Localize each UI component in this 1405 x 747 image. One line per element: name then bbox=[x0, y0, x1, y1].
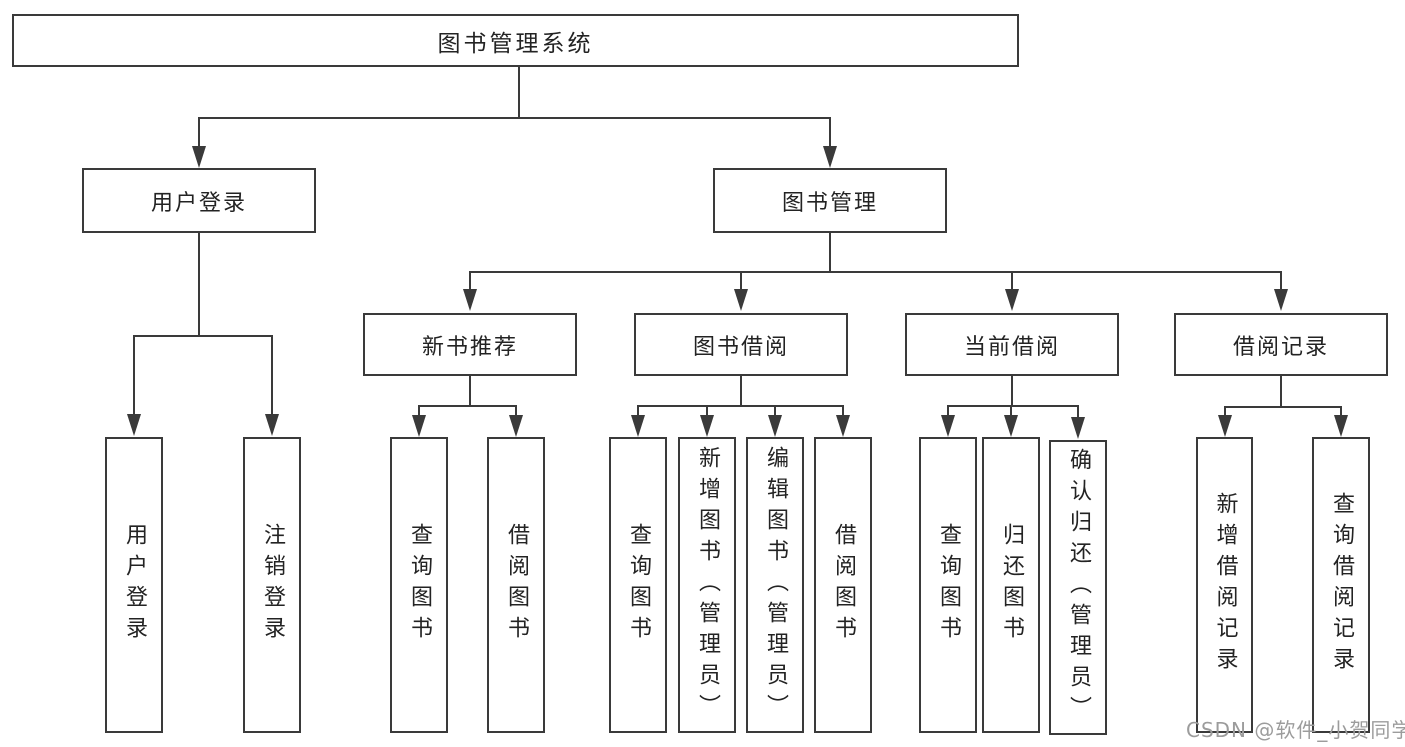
node-label: 编辑图书（管理员） bbox=[763, 445, 788, 725]
node-label: 查询图书 bbox=[407, 523, 432, 647]
node-add-books-admin: 新增图书（管理员） bbox=[678, 437, 736, 733]
arrow-down-icon bbox=[412, 415, 426, 437]
connector-line bbox=[1011, 376, 1013, 407]
node-book-management: 图书管理 bbox=[713, 168, 947, 233]
arrow-down-icon bbox=[1274, 289, 1288, 311]
arrow-down-icon bbox=[1218, 415, 1232, 437]
node-logout-action: 注销登录 bbox=[243, 437, 301, 733]
node-label: 确认归还（管理员） bbox=[1066, 448, 1091, 727]
arrow-down-icon bbox=[127, 414, 141, 436]
connector-line bbox=[1340, 406, 1342, 416]
connector-line bbox=[947, 405, 1079, 407]
node-label: 图书借阅 bbox=[692, 334, 789, 360]
connector-line bbox=[469, 376, 471, 407]
connector-line bbox=[829, 117, 831, 147]
node-borrow-books-recommend: 借阅图书 bbox=[487, 437, 545, 733]
node-label: 查询图书 bbox=[936, 523, 961, 647]
node-label: 借阅图书 bbox=[831, 523, 856, 647]
connector-line bbox=[418, 405, 517, 407]
node-label: 图书管理 bbox=[781, 190, 878, 216]
connector-line bbox=[469, 271, 1282, 273]
node-label: 新增图书（管理员） bbox=[695, 445, 720, 725]
connector-line bbox=[1077, 405, 1079, 418]
node-query-books-recommend: 查询图书 bbox=[390, 437, 448, 733]
node-label: 新增借阅记录 bbox=[1212, 492, 1238, 678]
arrow-down-icon bbox=[734, 289, 748, 311]
node-label: 用户登录 bbox=[150, 190, 247, 216]
arrow-down-icon bbox=[631, 415, 645, 437]
node-label: 注销登录 bbox=[260, 523, 285, 647]
node-user-login-action: 用户登录 bbox=[105, 437, 163, 733]
connector-line bbox=[518, 67, 520, 118]
node-edit-books-admin: 编辑图书（管理员） bbox=[746, 437, 804, 733]
node-current-borrowing: 当前借阅 bbox=[905, 313, 1119, 376]
node-new-book-recommend: 新书推荐 bbox=[363, 313, 577, 376]
node-label: 图书管理系统 bbox=[437, 30, 594, 57]
node-borrowing-records: 借阅记录 bbox=[1174, 313, 1388, 376]
arrow-down-icon bbox=[463, 289, 477, 311]
connector-line bbox=[740, 376, 742, 407]
connector-line bbox=[198, 117, 200, 147]
connector-line bbox=[469, 271, 471, 290]
connector-line bbox=[1224, 406, 1342, 408]
arrow-down-icon bbox=[823, 146, 837, 168]
connector-line bbox=[637, 405, 639, 416]
node-label: 当前借阅 bbox=[963, 334, 1060, 360]
node-add-borrow-record: 新增借阅记录 bbox=[1196, 437, 1253, 733]
node-label: 借阅记录 bbox=[1232, 334, 1329, 360]
node-book-borrowing: 图书借阅 bbox=[634, 313, 848, 376]
node-label: 新书推荐 bbox=[421, 334, 518, 360]
connector-line bbox=[774, 405, 776, 416]
connector-line bbox=[829, 233, 831, 273]
arrow-down-icon bbox=[509, 415, 523, 437]
arrow-down-icon bbox=[265, 414, 279, 436]
node-confirm-return-admin: 确认归还（管理员） bbox=[1049, 440, 1107, 735]
connector-line bbox=[1224, 406, 1226, 416]
arrow-down-icon bbox=[1334, 415, 1348, 437]
connector-line bbox=[1011, 271, 1013, 290]
connector-line bbox=[1280, 271, 1282, 290]
connector-line bbox=[1280, 376, 1282, 408]
connector-line bbox=[515, 405, 517, 416]
connector-line bbox=[842, 405, 844, 416]
node-query-books-current: 查询图书 bbox=[919, 437, 977, 733]
connector-line bbox=[740, 271, 742, 290]
arrow-down-icon bbox=[700, 415, 714, 437]
node-label: 用户登录 bbox=[122, 523, 147, 647]
arrow-down-icon bbox=[768, 415, 782, 437]
connector-line bbox=[418, 405, 420, 416]
connector-line bbox=[271, 335, 273, 415]
connector-line bbox=[637, 405, 844, 407]
arrow-down-icon bbox=[941, 415, 955, 437]
node-return-books: 归还图书 bbox=[982, 437, 1040, 733]
arrow-down-icon bbox=[192, 146, 206, 168]
connector-line bbox=[133, 335, 273, 337]
node-label: 归还图书 bbox=[999, 523, 1024, 647]
connector-line bbox=[1010, 405, 1012, 416]
connector-line bbox=[198, 233, 200, 336]
node-query-borrow-record: 查询借阅记录 bbox=[1312, 437, 1370, 733]
node-user-login: 用户登录 bbox=[82, 168, 316, 233]
connector-line bbox=[947, 405, 949, 416]
arrow-down-icon bbox=[836, 415, 850, 437]
arrow-down-icon bbox=[1005, 289, 1019, 311]
node-query-books-borrowing: 查询图书 bbox=[609, 437, 667, 733]
connector-line bbox=[706, 405, 708, 416]
arrow-down-icon bbox=[1004, 415, 1018, 437]
node-borrow-books-borrowing: 借阅图书 bbox=[814, 437, 872, 733]
connector-line bbox=[198, 117, 831, 119]
arrow-down-icon bbox=[1071, 417, 1085, 439]
node-label: 查询借阅记录 bbox=[1329, 492, 1354, 678]
watermark-text: CSDN @软件_小贺同学 bbox=[1186, 718, 1405, 742]
node-label: 查询图书 bbox=[626, 523, 651, 647]
node-library-system: 图书管理系统 bbox=[12, 14, 1019, 67]
connector-line bbox=[133, 335, 135, 415]
node-label: 借阅图书 bbox=[504, 523, 529, 647]
